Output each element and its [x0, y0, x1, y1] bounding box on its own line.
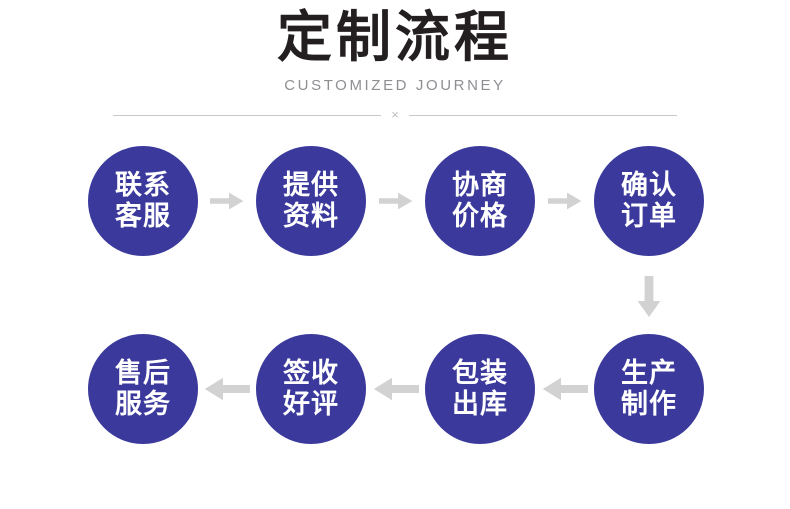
arrow-right-icon [366, 146, 425, 256]
page-subtitle: CUSTOMIZED JOURNEY [284, 77, 506, 94]
divider-rule-right [409, 115, 677, 116]
arrow-down-icon [627, 266, 671, 328]
flow-node-provide-materials[interactable]: 提供 资料 [256, 146, 366, 256]
flow-node-packing-shipping[interactable]: 包装 出库 [425, 334, 535, 444]
flow-row-2: 售后 服务 签收 好评 包装 出库 生产 制作 [0, 334, 790, 444]
title-divider: × [113, 108, 677, 122]
flow-node-label: 售后 服务 [115, 358, 171, 420]
flow-node-negotiate-price[interactable]: 协商 价格 [425, 146, 535, 256]
flow-node-label: 签收 好评 [283, 358, 339, 420]
flow-node-label: 协商 价格 [452, 170, 508, 232]
flow-node-contact-service[interactable]: 联系 客服 [88, 146, 198, 256]
flow-node-after-sales-service[interactable]: 售后 服务 [88, 334, 198, 444]
flow-node-label: 确认 订单 [621, 170, 677, 232]
arrow-left-icon [535, 334, 594, 444]
arrow-left-icon [366, 334, 425, 444]
flow-node-label: 联系 客服 [115, 170, 171, 232]
flow-node-label: 包装 出库 [452, 358, 508, 420]
divider-rule-left [113, 115, 381, 116]
arrow-right-icon [198, 146, 256, 256]
flow-node-label: 生产 制作 [621, 358, 677, 420]
arrow-left-icon [198, 334, 256, 444]
divider-cross-icon: × [391, 107, 399, 122]
page-title: 定制流程 [276, 5, 513, 69]
flow-row-1: 联系 客服 提供 资料 协商 价格 确认 订单 [0, 146, 790, 256]
arrow-right-icon [535, 146, 594, 256]
page-header: 定制流程 CUSTOMIZED JOURNEY × [0, 0, 790, 130]
flow-node-label: 提供 资料 [283, 170, 339, 232]
flow-node-confirm-order[interactable]: 确认 订单 [594, 146, 704, 256]
flow-node-sign-and-review[interactable]: 签收 好评 [256, 334, 366, 444]
flow-node-production[interactable]: 生产 制作 [594, 334, 704, 444]
